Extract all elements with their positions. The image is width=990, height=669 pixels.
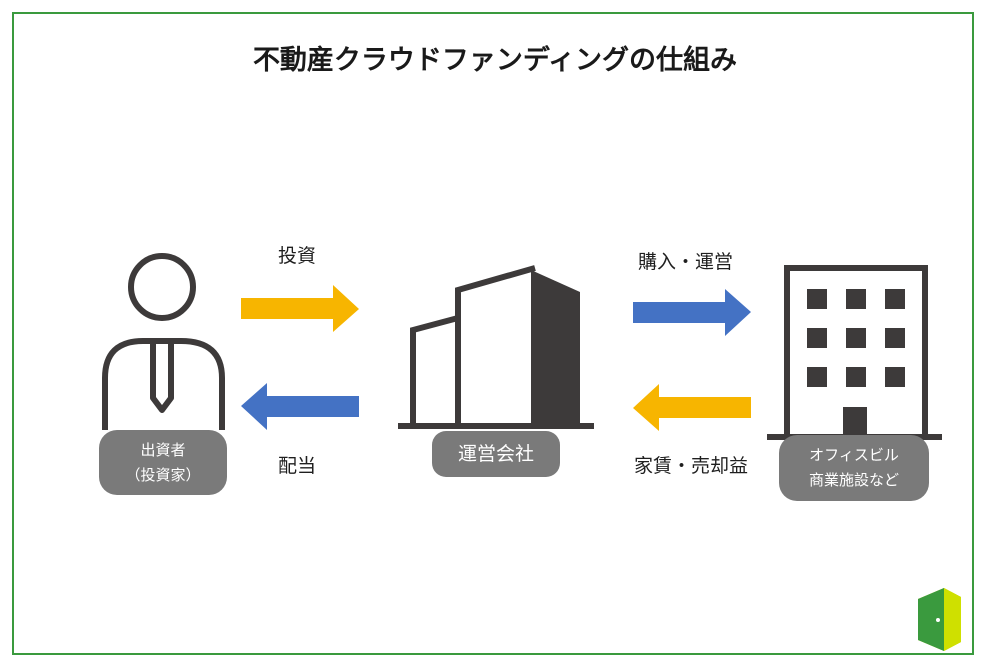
rent-label: 家賃・売却益: [634, 455, 749, 477]
diagram-frame: [12, 12, 974, 655]
property-label-line1: オフィスビル: [809, 446, 899, 464]
invest-label: 投資: [278, 245, 317, 267]
diagram-title: 不動産クラウドファンディングの仕組み: [252, 45, 738, 76]
property-pill: オフィスビル 商業施設など: [779, 435, 929, 501]
dividend-label: 配当: [278, 455, 317, 477]
purchase-label: 購入・運営: [638, 251, 734, 273]
investor-pill: 出資者 （投資家）: [99, 430, 227, 495]
operator-pill: 運営会社: [432, 431, 560, 477]
property-label-line2: 商業施設など: [808, 471, 899, 489]
operator-label: 運営会社: [457, 442, 534, 465]
investor-label-line1: 出資者: [140, 440, 186, 459]
investor-label-line2: （投資家）: [125, 465, 201, 484]
